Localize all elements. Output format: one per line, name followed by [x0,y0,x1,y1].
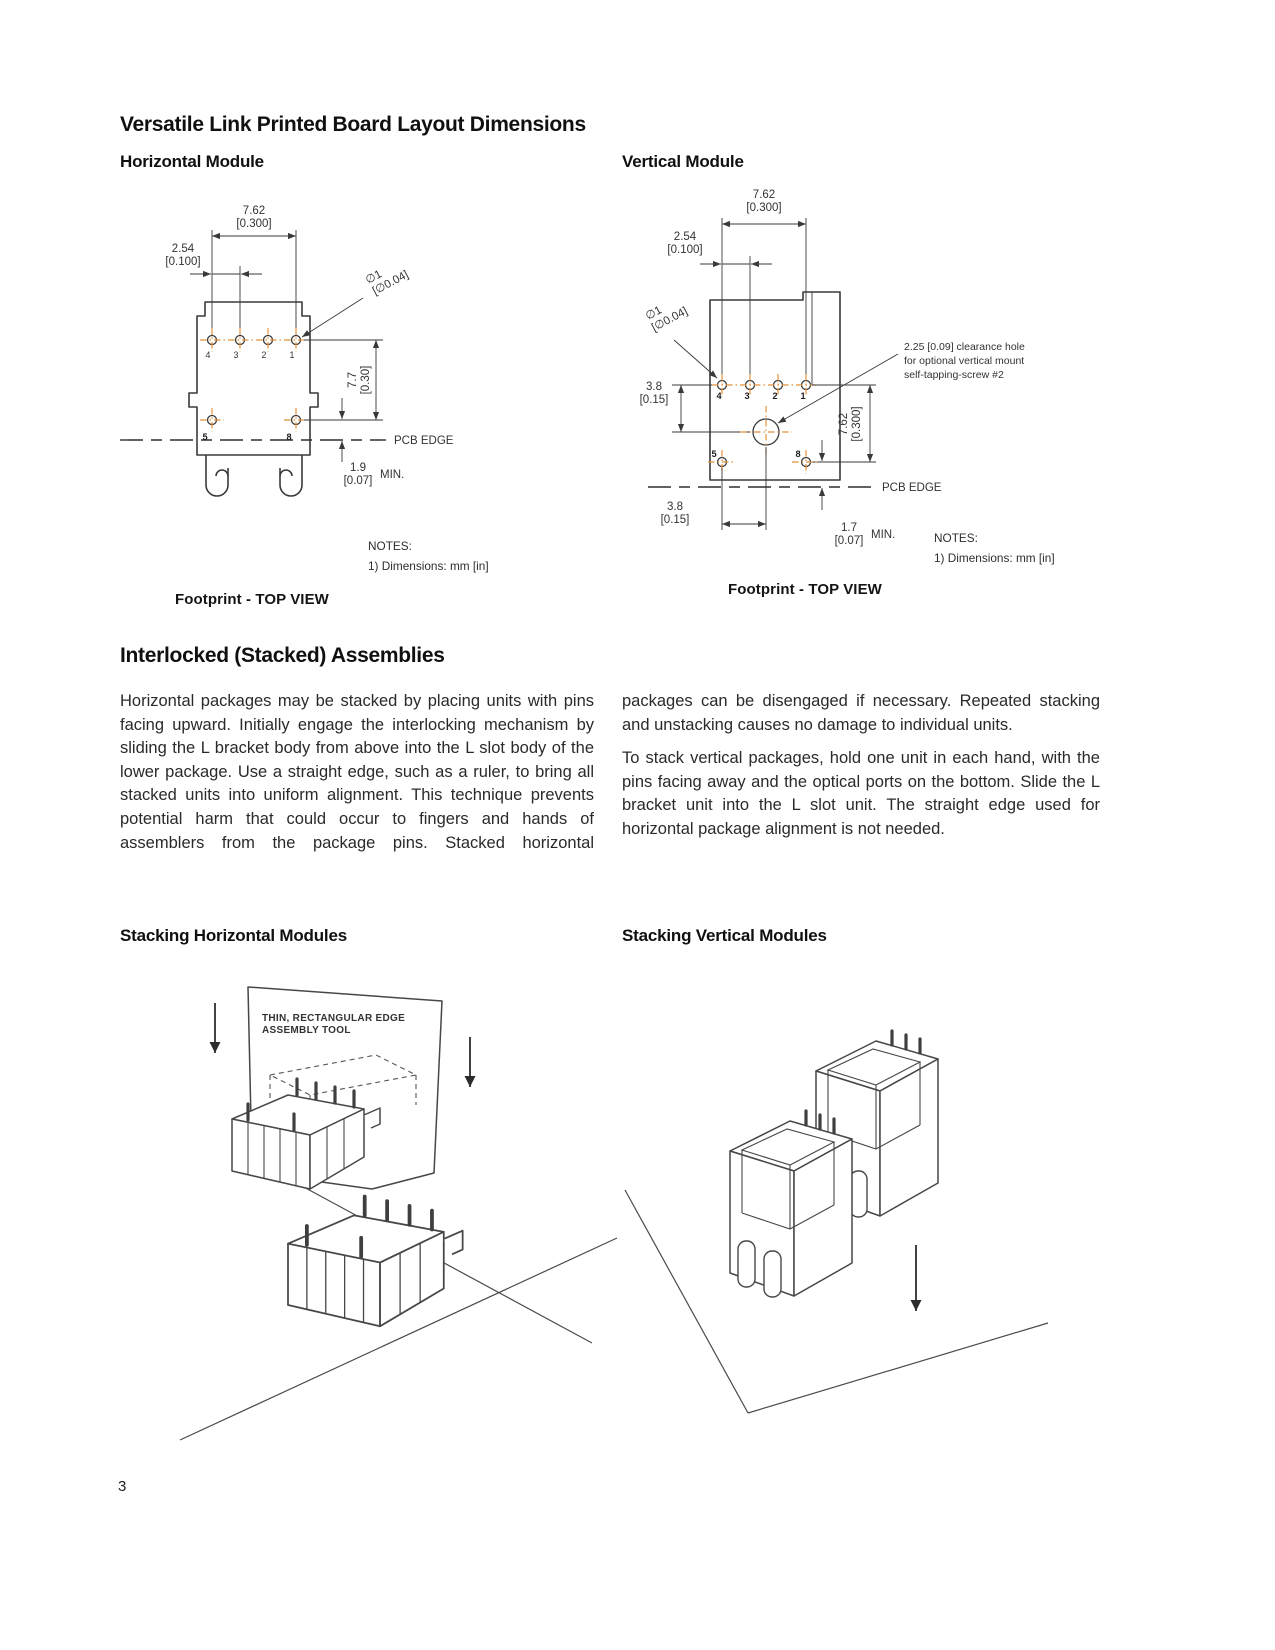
pin-label-3: 3 [744,391,749,401]
min-label: MIN. [871,529,895,541]
dim-762v-mm: 7.62 [838,413,850,435]
dimension-7-62: 7.62 [0.300] [211,205,297,335]
dim-38-bottom-in: [0.15] [661,514,690,526]
lower-horizontal-module [286,1194,465,1329]
centerlines-top-row [712,374,816,396]
assembly-tool-label-line-2: ASSEMBLY TOOL [262,1025,351,1036]
clearance-note-line-2: for optional vertical mount [904,355,1024,367]
pin-row-bottom: 5 8 [200,408,308,442]
work-surface-lines [179,1184,618,1441]
dimension-2-54: 2.54 [0.100] [667,231,772,379]
vertical-footprint-drawing: 7.62 [0.300] 2.54 [0.100] ∅1 [∅0.04] 3.8 [640,189,1055,598]
pcb-edge-label: PCB EDGE [394,435,454,447]
assembly-tool-label-line-1: THIN, RECTANGULAR EDGE [262,1013,405,1024]
pin-label-8: 8 [795,449,800,459]
dim-17-in: [0.07] [835,535,864,547]
horizontal-module-heading: Horizontal Module [120,152,264,171]
dim-254-in: [0.100] [165,256,200,268]
dim-254-mm: 2.54 [172,243,195,255]
pin-label-5: 5 [202,432,207,442]
notes-title: NOTES: [934,531,978,545]
pin-row-bottom: 5 8 [708,449,820,474]
min-label: MIN. [380,469,404,481]
dimension-1-7-min: 1.7 [0.07] MIN. [818,440,895,547]
dimension-3-8-top: 3.8 [0.15] [640,381,751,433]
front-vertical-module [728,1109,854,1299]
clearance-note-line-3: self-tapping-screw #2 [904,369,1004,381]
notes-block: NOTES: 1) Dimensions: mm [in] [368,539,489,573]
stacking-vertical-heading: Stacking Vertical Modules [622,926,827,945]
notes-item: 1) Dimensions: mm [in] [368,559,489,573]
clearance-hole: 2.25 [0.09] clearance hole for optional … [740,341,1025,458]
page-title: Versatile Link Printed Board Layout Dime… [120,113,586,136]
dim-19-in: [0.07] [344,475,373,487]
dim-38-top-mm: 3.8 [646,381,662,393]
footprint-caption: Footprint - TOP VIEW [728,581,883,598]
vertical-package-outline [709,291,841,481]
pin-label-4: 4 [206,350,211,360]
assemblies-paragraph-right-1: packages can be disengaged if necessary.… [622,692,1100,734]
hidden-module-outline [268,1054,418,1127]
pin-label-2: 2 [772,391,777,401]
dim-77-mm: 7.7 [347,372,359,388]
horizontal-footprint-drawing: 7.62 [0.300] 2.54 [0.100] ∅1 [∅0.04] [120,205,489,608]
pin-label-2: 2 [262,350,267,360]
assemblies-column-right: packages can be disengaged if necessary.… [622,690,1100,842]
stacking-horizontal-heading: Stacking Horizontal Modules [120,926,347,945]
dim-254-mm: 2.54 [674,231,697,243]
vertical-module-heading: Vertical Module [622,152,744,171]
stacking-horizontal-illustration: THIN, RECTANGULAR EDGE ASSEMBLY TOOL [179,986,618,1441]
dimension-7-62-vertical: 7.62 [0.300] [812,384,876,463]
dimension-1-9-min: 1.9 [0.07] MIN. [338,398,404,487]
pcb-edge: PCB EDGE [648,482,942,494]
right-prong [279,455,303,497]
page-number: 3 [118,1478,127,1495]
pin-label-3: 3 [234,350,239,360]
pcb-edge-label: PCB EDGE [882,482,942,494]
dim-762-mm: 7.62 [753,189,775,201]
notes-item: 1) Dimensions: mm [in] [934,551,1055,565]
pcb-edge: PCB EDGE [120,435,454,447]
assemblies-heading: Interlocked (Stacked) Assemblies [120,644,445,667]
left-prong [205,455,229,497]
dimension-pin-diameter: ∅1 [∅0.04] [644,304,718,379]
pin-row-top: 4 3 2 1 [200,328,308,360]
notes-block: NOTES: 1) Dimensions: mm [in] [934,531,1055,565]
dimension-pin-diameter: ∅1 [∅0.04] [301,268,411,338]
pin-label-4: 4 [716,391,722,401]
dim-38-bottom-mm: 3.8 [667,501,683,513]
dim-17-mm: 1.7 [841,522,857,534]
work-surface-lines [624,1189,1049,1414]
dim-762v-in: [0.300] [851,406,863,441]
dim-19-mm: 1.9 [350,462,366,474]
pin-label-1: 1 [800,391,805,401]
dimension-7-7: 7.7 [0.30] [304,339,383,421]
pin-label-1: 1 [290,350,295,360]
dim-254-in: [0.100] [667,244,702,256]
pin-label-8: 8 [286,432,291,442]
notes-title: NOTES: [368,539,412,553]
dimension-2-54: 2.54 [0.100] [165,243,262,335]
assemblies-paragraph-right-2: To stack vertical packages, hold one uni… [622,749,1100,838]
dim-762-mm: 7.62 [243,205,265,217]
dim-77-in: [0.30] [360,366,372,395]
dimension-3-8-bottom: 3.8 [0.15] [661,447,767,530]
horizontal-package-outline [188,301,319,497]
dimension-7-62-top: 7.62 [0.300] [721,189,807,379]
dim-762-in: [0.300] [746,202,781,214]
dim-762-in: [0.300] [236,218,271,230]
stacking-vertical-illustration [624,1029,1049,1414]
pin-label-5: 5 [711,449,716,459]
footprint-caption: Footprint - TOP VIEW [175,591,330,608]
assemblies-paragraph-left: Horizontal packages may be stacked by pl… [120,692,594,852]
centerlines-bottom-row [708,450,820,474]
pin-row-top: 4 3 2 1 [712,374,816,401]
clearance-note-line-1: 2.25 [0.09] clearance hole [904,341,1025,353]
dim-38-top-in: [0.15] [640,394,669,406]
